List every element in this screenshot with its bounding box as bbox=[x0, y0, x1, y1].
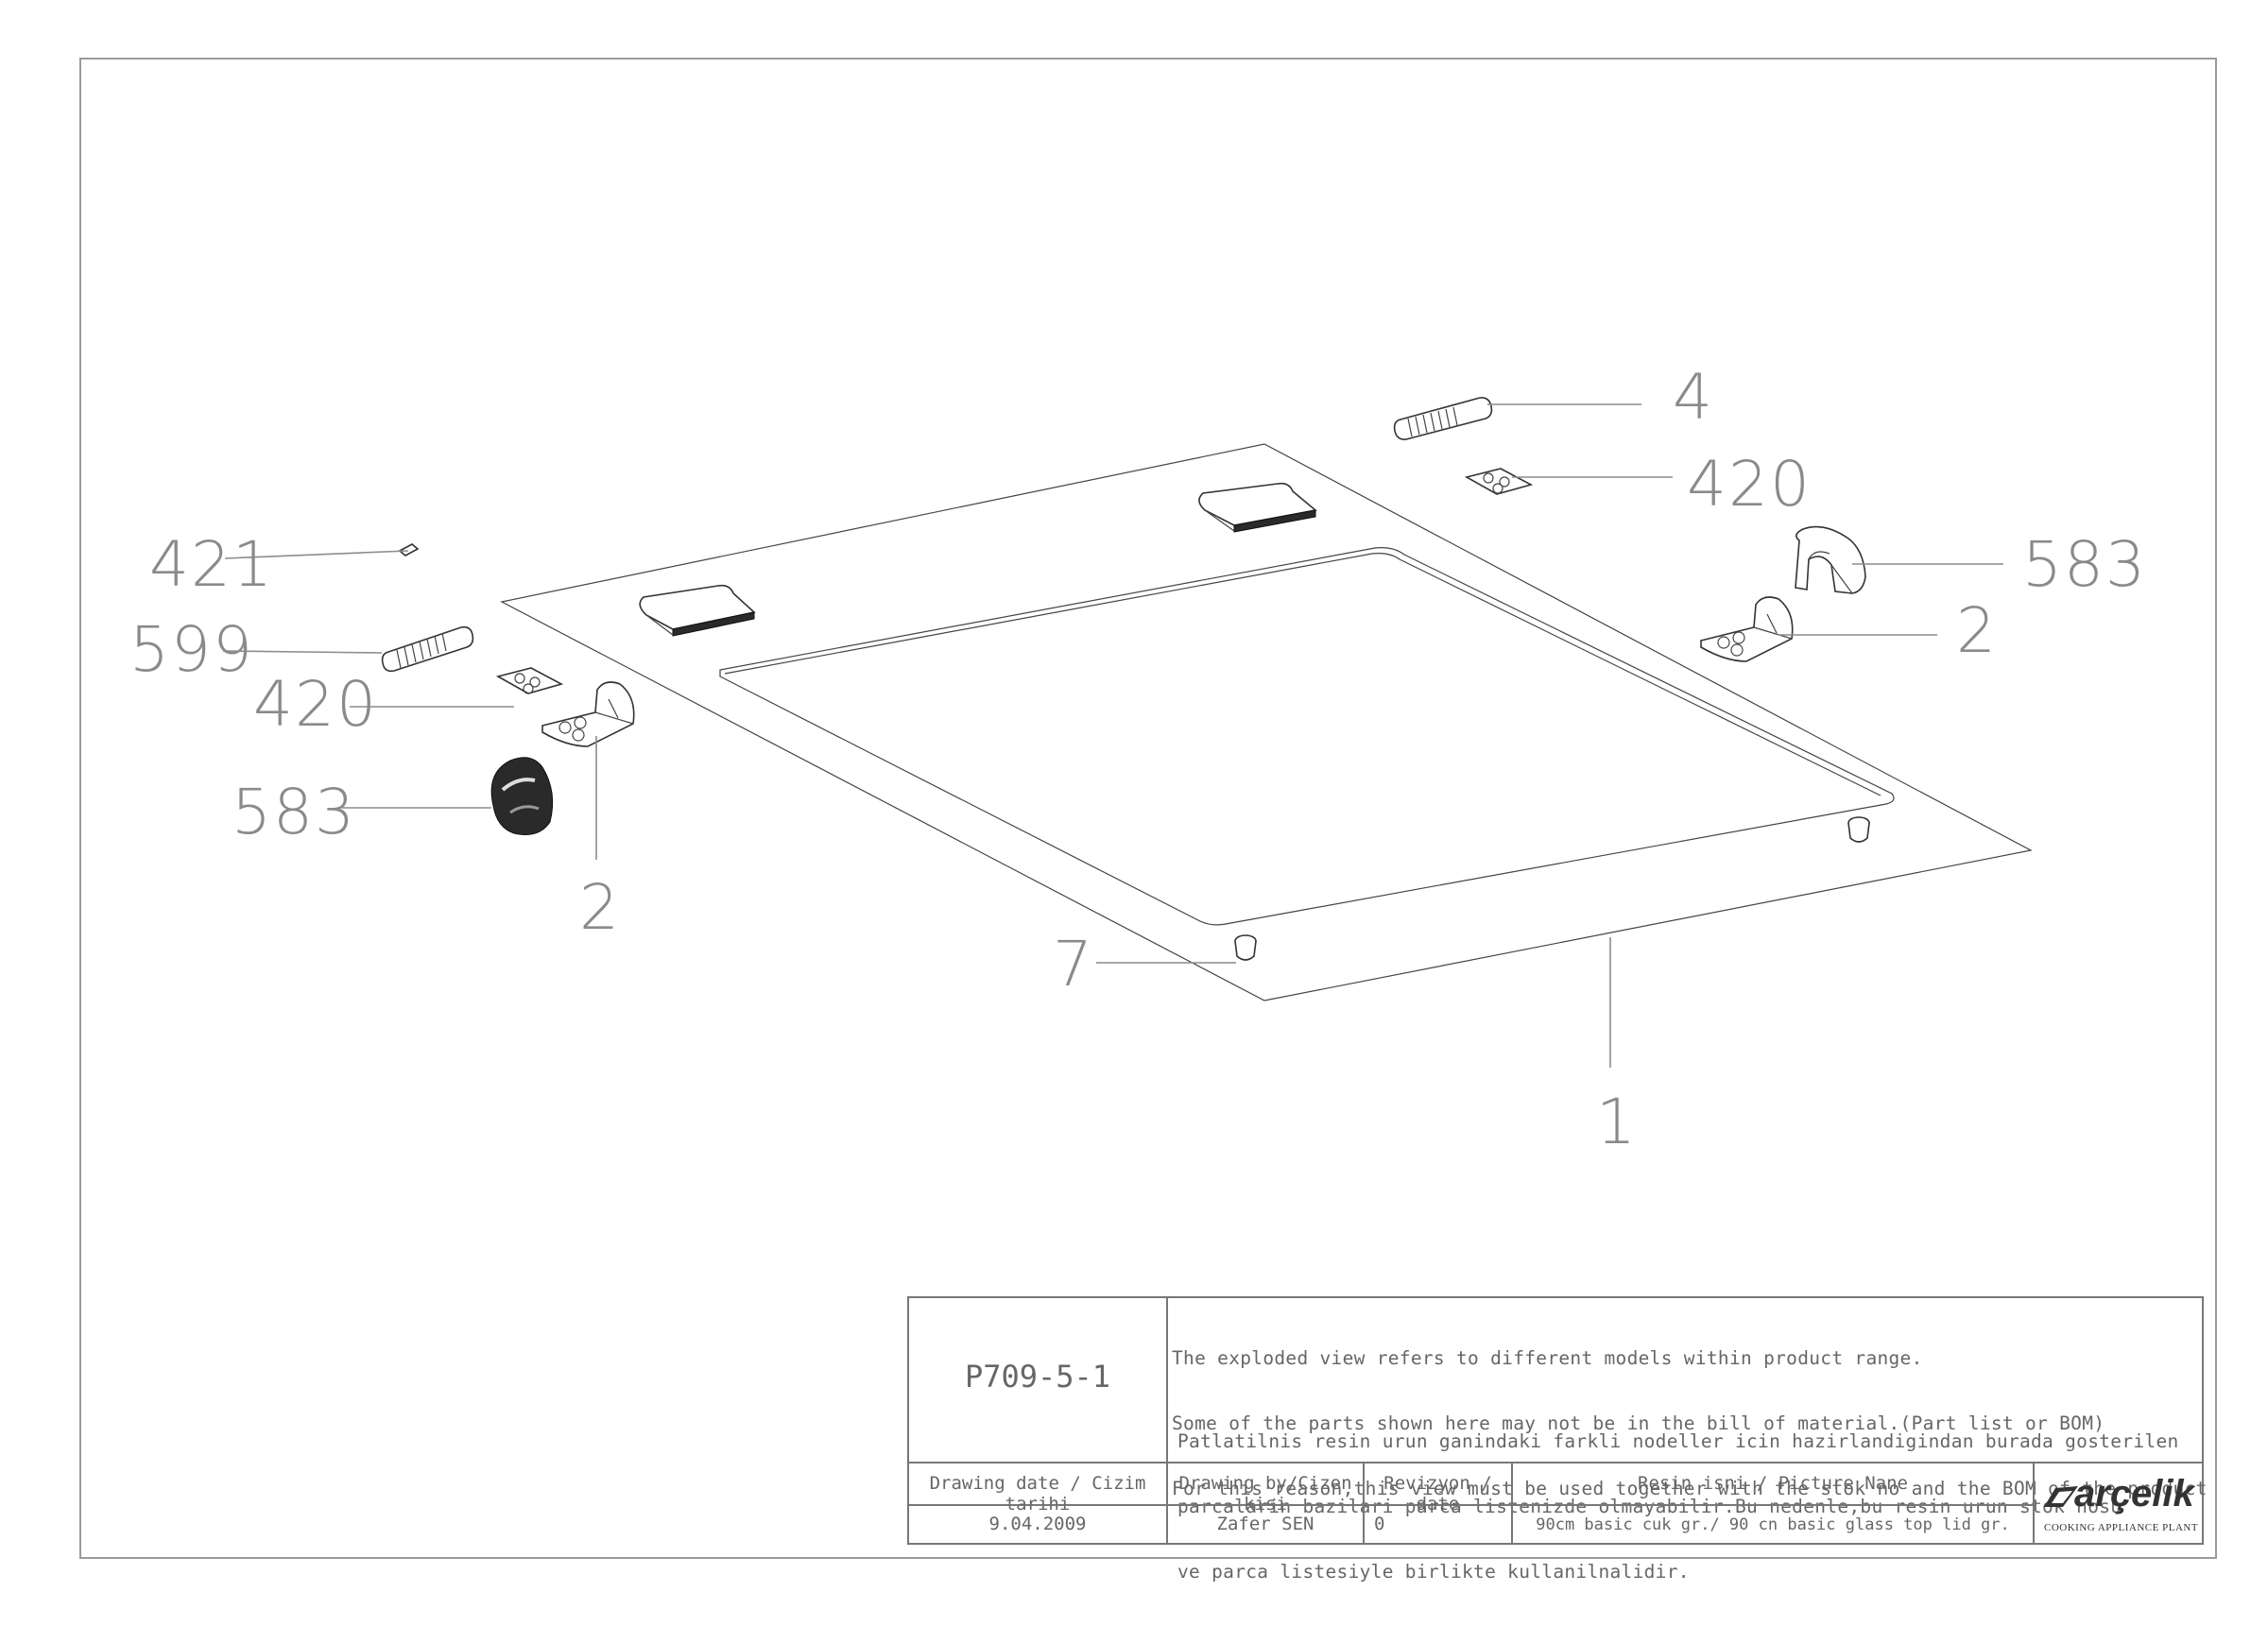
leader-lines bbox=[222, 403, 2003, 1068]
revision-value: 0 bbox=[1374, 1514, 1385, 1534]
revision-value-cell: 0 bbox=[1364, 1505, 1512, 1545]
logo-cell: arçelik COOKING APPLIANCE PLANT bbox=[2034, 1463, 2204, 1545]
drawing-date-label: Drawing date / Cizim tarihi bbox=[929, 1473, 1146, 1515]
lid-foot-front bbox=[1234, 934, 1257, 961]
callout-7: 7 bbox=[1053, 928, 1094, 1001]
note-en-line-2: Some of the parts shown here may not be … bbox=[1172, 1412, 2105, 1434]
revision-label: Revizyon / date bbox=[1383, 1473, 1492, 1515]
arcelik-logo-mark-icon bbox=[2044, 1486, 2078, 1507]
callout-1: 1 bbox=[1596, 1086, 1638, 1158]
picture-name-value-cell: 90cm basic cuk gr./ 90 cn basic glass to… bbox=[1512, 1505, 2034, 1545]
callout-421: 421 bbox=[149, 528, 274, 601]
drawing-code: P709-5-1 bbox=[964, 1359, 1111, 1395]
callout-420-left: 420 bbox=[253, 668, 378, 741]
picture-name-value: 90cm basic cuk gr./ 90 cn basic glass to… bbox=[1536, 1515, 2010, 1534]
callout-420-right: 420 bbox=[1687, 448, 1812, 521]
drawn-by-label-cell: Drawing by/Cizen kisi bbox=[1167, 1463, 1364, 1515]
callout-599: 599 bbox=[129, 613, 254, 686]
drawn-by-label: Drawing by/Cizen kisi bbox=[1178, 1473, 1352, 1515]
callout-4: 4 bbox=[1673, 361, 1714, 434]
lid-foot-right bbox=[1847, 816, 1870, 843]
drawn-by-value-cell: Zafer SEN bbox=[1167, 1505, 1364, 1545]
plant-name: COOKING APPLIANCE PLANT bbox=[2044, 1522, 2199, 1533]
notes-english: The exploded view refers to different mo… bbox=[1172, 1304, 2208, 1543]
picture-name-label-cell: Resin isni / Picture Nane bbox=[1512, 1463, 2034, 1505]
callout-583-right: 583 bbox=[2022, 528, 2147, 601]
hinge-bracket-part-2-right bbox=[1700, 596, 1794, 662]
hinge-socket-left bbox=[639, 584, 756, 637]
callout-2-right: 2 bbox=[1956, 594, 1998, 667]
hinge-bracket-part-2-left bbox=[541, 681, 635, 747]
pad-part-420-right bbox=[1464, 468, 1534, 495]
drawing-date-value-cell: 9.04.2009 bbox=[909, 1505, 1167, 1545]
note-en-line-3: For this reason,this view must be used t… bbox=[1172, 1478, 2208, 1499]
drawing-frame bbox=[79, 58, 2217, 1559]
revision-label-cell: Revizyon / date bbox=[1364, 1463, 1512, 1515]
hinge-cap-part-583-left bbox=[490, 757, 554, 835]
drawn-by-value: Zafer SEN bbox=[1216, 1514, 1314, 1534]
notes-cell: The exploded view refers to different mo… bbox=[1167, 1298, 2207, 1583]
hinge-cap-part-583-right bbox=[1795, 525, 1866, 594]
note-tr-line-3: ve parca listesiyle birlikte kullanilnal… bbox=[1177, 1561, 1690, 1583]
pad-part-420-left bbox=[495, 667, 564, 694]
drawing-date-label-cell: Drawing date / Cizim tarihi bbox=[909, 1463, 1167, 1515]
note-tr-line-2: parcalarin bazilari parca listenizde olm… bbox=[1177, 1496, 2122, 1517]
callouts: 4 420 583 2 421 599 420 583 2 7 1 bbox=[129, 361, 2147, 1158]
spring-part-4 bbox=[1393, 397, 1493, 440]
brand-name: arçelik bbox=[2074, 1473, 2194, 1515]
callout-2-left: 2 bbox=[579, 871, 621, 944]
clip-part-421 bbox=[398, 543, 420, 556]
picture-name-label: Resin isni / Picture Nane bbox=[1638, 1473, 1908, 1494]
note-tr-line-1: Patlatilnis resin urun ganindaki farkli … bbox=[1177, 1430, 2179, 1452]
hinge-socket-right bbox=[1198, 482, 1317, 533]
drawing-date-value: 9.04.2009 bbox=[988, 1514, 1087, 1534]
notes-turkish: Patlatilnis resin urun ganindaki farkli … bbox=[1177, 1387, 2179, 1626]
glass-lid bbox=[500, 443, 2033, 1001]
callout-583-left: 583 bbox=[232, 776, 356, 848]
drawing-code-cell: P709-5-1 bbox=[909, 1298, 1167, 1463]
title-block: P709-5-1 The exploded view refers to dif… bbox=[907, 1296, 2207, 1583]
spring-part-599 bbox=[381, 625, 474, 673]
note-en-line-1: The exploded view refers to different mo… bbox=[1172, 1347, 1923, 1369]
